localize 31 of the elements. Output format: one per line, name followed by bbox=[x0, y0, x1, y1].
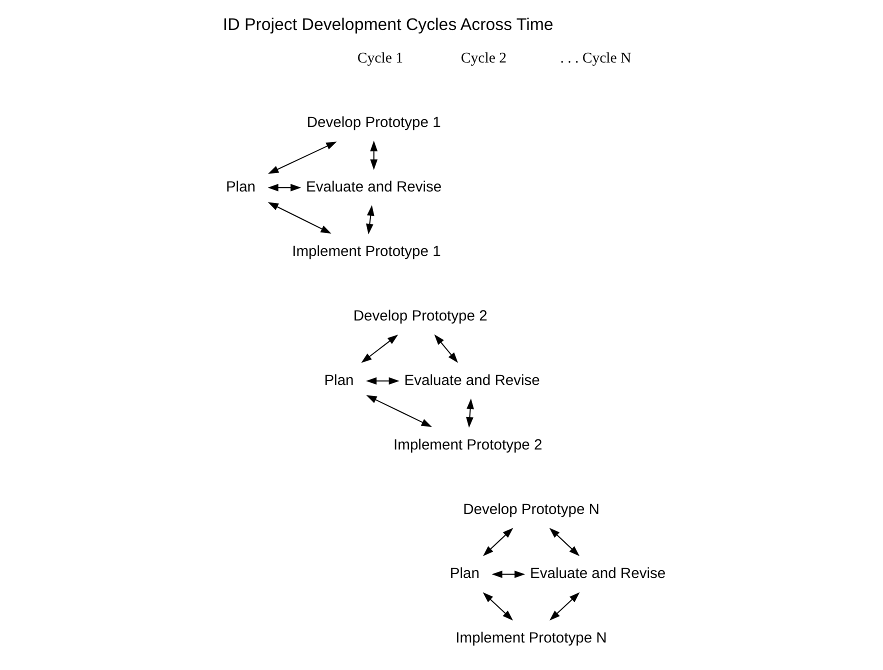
arrow bbox=[267, 202, 331, 234]
node-text: Plan bbox=[324, 372, 354, 389]
arrow bbox=[366, 205, 374, 234]
node-text: Evaluate and Revise bbox=[306, 180, 442, 196]
diagram-title: ID Project Development Cycles Across Time bbox=[222, 15, 553, 34]
arrow bbox=[267, 184, 301, 192]
node-text: Implement Prototype 2 bbox=[393, 437, 542, 454]
node-text: Evaluate and Revise bbox=[530, 566, 666, 582]
arrow bbox=[482, 592, 512, 621]
arrow bbox=[466, 398, 474, 428]
arrow bbox=[482, 528, 513, 556]
node-text: Implement Prototype 1 bbox=[292, 244, 440, 260]
node-text: Develop Prototype N bbox=[462, 502, 599, 518]
arrow bbox=[370, 140, 378, 170]
label: Cycle 2 bbox=[460, 50, 506, 67]
arrow bbox=[366, 377, 399, 385]
arrow bbox=[366, 395, 432, 427]
node-text: Plan bbox=[225, 180, 256, 196]
label: Cycle 1 bbox=[356, 50, 402, 67]
arrow bbox=[549, 592, 580, 621]
arrow bbox=[491, 570, 525, 578]
label: . . . Cycle N bbox=[560, 50, 631, 67]
node-text: Evaluate and Revise bbox=[404, 372, 540, 389]
node-text: Implement Prototype N bbox=[455, 630, 606, 647]
arrow bbox=[360, 334, 398, 363]
node-text: Plan bbox=[449, 566, 480, 582]
arrow bbox=[267, 142, 336, 174]
arrow bbox=[434, 334, 458, 363]
arrow bbox=[548, 528, 580, 556]
node-text: Develop Prototype 2 bbox=[352, 308, 487, 324]
node-text: Develop Prototype 1 bbox=[306, 115, 440, 132]
